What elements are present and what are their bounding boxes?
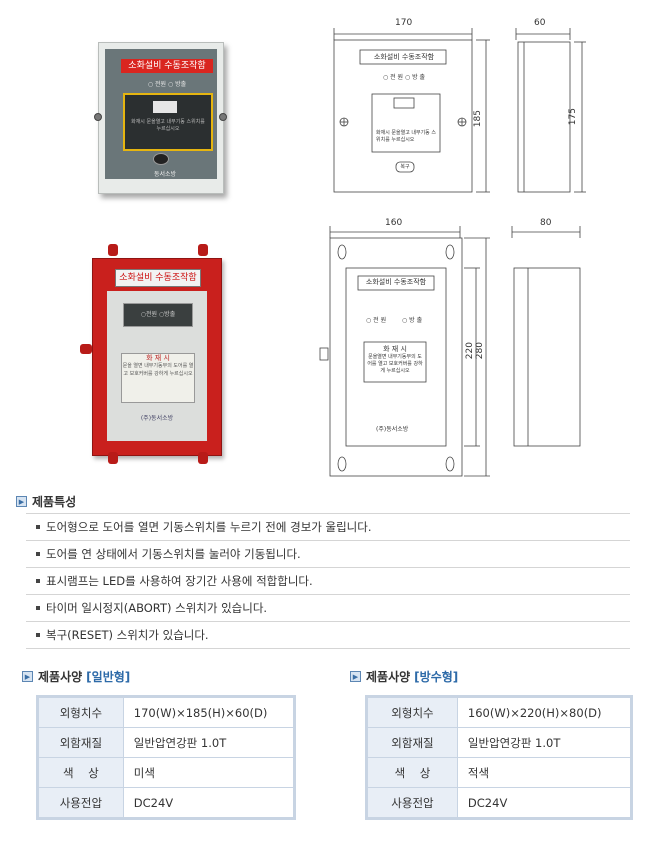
photo-logo: 동서소방 (153, 171, 177, 178)
drawing-general-front (333, 28, 490, 193)
section-arrow-icon: ▶ (16, 496, 27, 507)
drawing-lamps: ○ 전 원 ○ 방 출 (382, 74, 426, 81)
dim-height: 185 (473, 110, 483, 128)
instruction-note: 화 재 시 문을 열면 내부기동부의 도어를 열고 보호커버를 강하게 누르십시… (121, 353, 195, 403)
door-window: 화재시 문을열고 내부기동 스위치를 누르십시오 (123, 93, 213, 151)
spec-waterproof-title: 제품사양 (366, 670, 411, 684)
dim-depth-height: 175 (568, 108, 578, 126)
drawing-waterproof-side (511, 226, 581, 447)
screw-icon (94, 113, 102, 121)
photo-logo: (주)동서소방 (140, 415, 174, 422)
dim-width: 170 (395, 18, 413, 28)
drawing-note-title: 화 재 시 (383, 345, 407, 353)
feature-item: 도어를 연 상태에서 기동스위치를 눌러야 기동됩니다. (26, 541, 630, 568)
product-photo-waterproof: 소화설비 수동조작함 ○전원 ○방출 화 재 시 문을 열면 내부기동부의 도어… (92, 258, 222, 456)
mount-tab-icon (198, 244, 208, 256)
drawing-logo: (주)동서소방 (376, 426, 409, 433)
section-arrow-icon: ▶ (350, 671, 361, 682)
drawing-general-side (515, 28, 586, 193)
drawing-note-body: 문을열면 내부기동부의 도어를 열고 보호커버를 강하게 누르십시오 (367, 354, 423, 374)
feature-item: 도어형으로 도어를 열면 기동스위치를 누르기 전에 경보가 울립니다. (26, 514, 630, 541)
drawing-label: 소화설비 수동조작함 (373, 53, 435, 61)
drawing-lamp-power: ○ 전 원 (366, 317, 387, 324)
spec-general-heading: ▶ 제품사양 [일반형] (22, 668, 130, 685)
mount-tab-icon (108, 244, 118, 256)
mount-tab-icon (198, 452, 208, 464)
dim-width: 160 (385, 218, 403, 228)
feature-item: 타이머 일시정지(ABORT) 스위치가 있습니다. (26, 595, 630, 622)
note-body: 문을 열면 내부기동부의 도어를 열고 보호커버를 강하게 누르십시오 (122, 363, 194, 377)
panel-label: 소화설비 수동조작함 (121, 59, 213, 73)
feature-item: 복구(RESET) 스위치가 있습니다. (26, 622, 630, 649)
drawing-note: 화재시 문을열고 내부기동 스위치를 누르십시오 (376, 130, 436, 143)
spec-waterproof-heading: ▶ 제품사양 [방수형] (350, 668, 458, 685)
front-panel: 소화설비 수동조작함 ○ 전원 ○ 방출 화재시 문을열고 내부기동 스위치를 … (105, 49, 217, 179)
drawing-lamp-release: ○ 방 출 (402, 317, 423, 324)
dim-depth: 80 (540, 218, 552, 228)
window-text: 화재시 문을열고 내부기동 스위치를 누르십시오 (131, 119, 205, 132)
mount-tab-icon (108, 452, 118, 464)
spec-general-title: 제품사양 (38, 670, 83, 684)
features-heading: ▶ 제품특성 (16, 493, 76, 510)
hinge-icon (80, 344, 92, 354)
features-title: 제품특성 (32, 495, 77, 509)
dim-height-outer: 280 (475, 342, 485, 360)
dim-height-inner: 220 (465, 342, 475, 360)
screw-icon (219, 113, 227, 121)
front-panel: ○전원 ○방출 화 재 시 문을 열면 내부기동부의 도어를 열고 보호커버를 … (107, 291, 207, 441)
drawing-waterproof-front (319, 226, 490, 477)
note-title: 화 재 시 (146, 354, 170, 362)
features-divider (26, 513, 630, 514)
dim-depth: 60 (534, 18, 546, 28)
product-photo-general: 소화설비 수동조작함 ○ 전원 ○ 방출 화재시 문을열고 내부기동 스위치를 … (94, 42, 227, 194)
drawing-reset-label: 복구 (400, 164, 410, 170)
lamp-labels: ○ 전원 ○ 방출 (147, 81, 187, 88)
feature-item: 표시램프는 LED를 사용하여 장기간 사용에 적합합니다. (26, 568, 630, 595)
panel-label: 소화설비 수동조작함 (115, 269, 201, 287)
drawing-label: 소화설비 수동조작함 (365, 278, 427, 286)
reset-button-graphic (153, 153, 169, 165)
spec-general-type: [일반형] (86, 670, 131, 684)
lamp-window: ○전원 ○방출 (123, 303, 193, 327)
switch-slot (153, 101, 177, 113)
spec-waterproof-type: [방수형] (414, 670, 459, 684)
section-arrow-icon: ▶ (22, 671, 33, 682)
